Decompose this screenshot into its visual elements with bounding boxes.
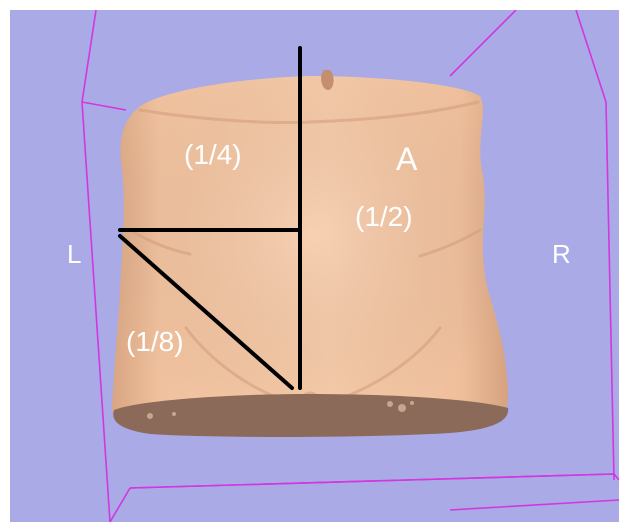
cut-surface [113,394,508,437]
region-label-half: (1/2) [355,203,413,231]
region-label-eighth: (1/8) [126,328,184,356]
orientation-label-left: L [67,241,81,267]
3d-viewport[interactable]: L R A (1/4) (1/2) (1/8) [10,10,619,522]
torso-highlight [112,76,508,428]
orientation-label-anterior: A [396,143,417,175]
region-label-quarter: (1/4) [184,141,242,169]
torso-scene [10,10,619,522]
orientation-label-right: R [552,241,571,267]
